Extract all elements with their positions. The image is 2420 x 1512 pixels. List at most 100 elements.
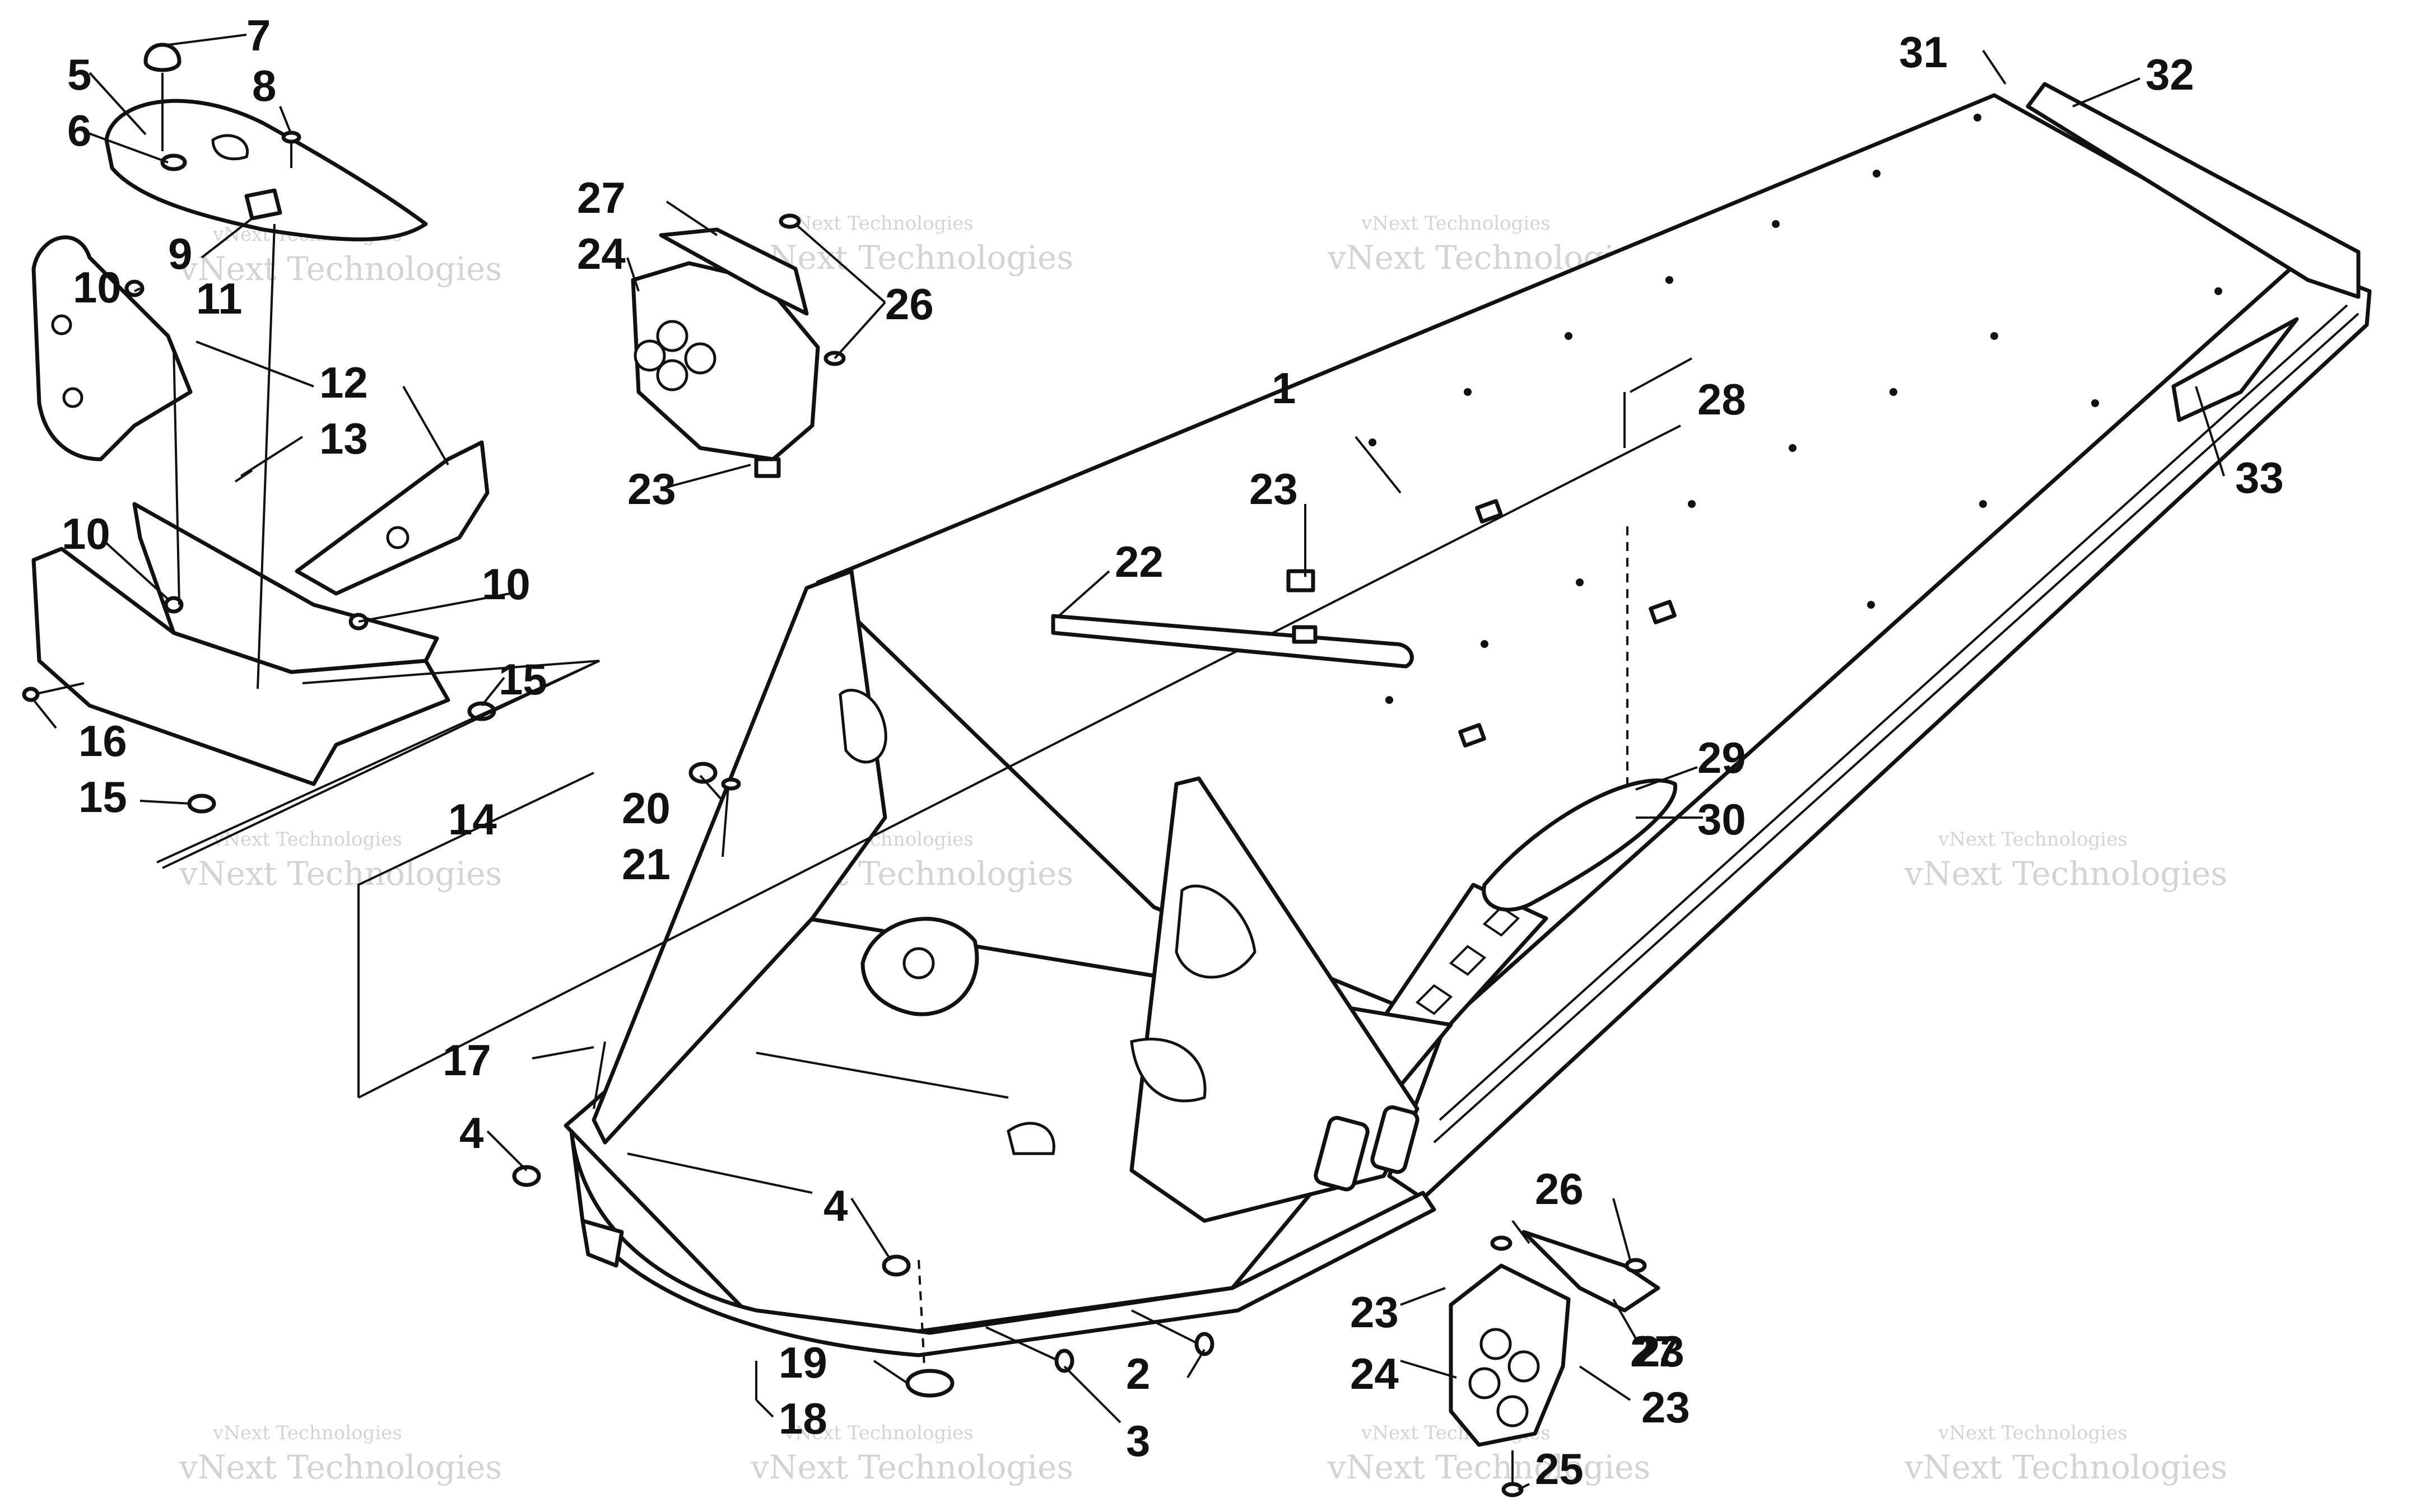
callout-labels: 1 2 3 4 4 5 6 7 8 9 10 10 10 11 12 13 14… xyxy=(62,11,2284,1494)
callout-label: 7 xyxy=(246,11,271,60)
callout-label: 5 xyxy=(67,50,91,99)
clip xyxy=(754,457,781,478)
callout-label: 4 xyxy=(823,1181,848,1230)
callout-label: 14 xyxy=(448,795,497,844)
callout-label: 13 xyxy=(319,414,368,463)
lower-footrest-bracket xyxy=(1449,1230,1660,1497)
callout-label: 24 xyxy=(1350,1349,1399,1398)
watermark: vNext Technologies xyxy=(750,239,1073,277)
callout-label: 29 xyxy=(1697,733,1746,782)
watermark: vNext Technologies xyxy=(750,1448,1073,1486)
callout-label: 11 xyxy=(196,274,242,323)
callout-label: 31 xyxy=(1899,27,1948,77)
callout-label: 25 xyxy=(1535,1444,1584,1494)
callout-label: 20 xyxy=(622,783,671,833)
callout-label: 1 xyxy=(1272,363,1296,413)
footrest-wedge xyxy=(659,227,809,316)
bolt-3 xyxy=(985,1326,1059,1362)
watermark: vNext Technologies xyxy=(179,250,502,288)
footrest-wedge xyxy=(1521,1230,1660,1313)
watermark: vNext Technologies xyxy=(1904,1448,2227,1486)
watermark: vNext Technologies xyxy=(1938,828,2128,851)
leader-lines xyxy=(32,34,2225,1491)
callout-label: 33 xyxy=(2235,453,2284,502)
footrest-hole xyxy=(1479,1328,1512,1360)
clip xyxy=(1475,499,1503,524)
callout-label: 23 xyxy=(1249,464,1298,514)
footrest-hole xyxy=(656,359,688,391)
washer-21 xyxy=(721,777,741,791)
callout-label: 27 xyxy=(1630,1327,1679,1376)
watermark: vNext Technologies xyxy=(1327,1448,1650,1486)
callout-label: 17 xyxy=(443,1035,491,1085)
upper-cover xyxy=(104,99,428,241)
nut-15 xyxy=(187,794,216,814)
callout-label: 21 xyxy=(622,839,671,889)
floor-cutout xyxy=(1130,1038,1207,1103)
small-hardware xyxy=(512,392,1628,1400)
floor-line xyxy=(756,1052,1009,1099)
watermark: vNext Technologies xyxy=(784,212,974,235)
watermark: vNext Technologies xyxy=(212,1422,402,1444)
watermark: vNext Technologies xyxy=(179,855,502,893)
watermark: vNext Technologies xyxy=(1361,212,1551,235)
bolt-17 xyxy=(593,1041,606,1109)
nut-20 xyxy=(688,762,718,784)
callout-label: 15 xyxy=(78,772,127,822)
callout-label: 9 xyxy=(168,229,192,278)
bracket-hole xyxy=(62,387,83,408)
guide-line xyxy=(357,772,594,1098)
callout-label: 12 xyxy=(319,358,368,407)
grommet xyxy=(160,153,187,171)
knob xyxy=(143,43,182,72)
rail-edge-line xyxy=(1439,304,2348,1121)
callout-label: 24 xyxy=(577,229,626,278)
callout-label: 26 xyxy=(1535,1164,1584,1214)
clip-23 xyxy=(1286,569,1315,592)
floor-cutout xyxy=(1007,1122,1055,1155)
screw-head xyxy=(1501,1482,1524,1497)
callout-label: 4 xyxy=(459,1108,483,1158)
bolt-16 xyxy=(33,682,85,696)
callout-label: 10 xyxy=(62,509,110,558)
guide-line xyxy=(173,347,180,605)
bolt-head xyxy=(1054,1348,1074,1373)
watermark: vNext Technologies xyxy=(212,828,402,851)
watermark: vNext Technologies xyxy=(179,1448,502,1486)
callout-label: 30 xyxy=(1697,795,1746,844)
screw-head xyxy=(1490,1235,1513,1251)
screw-head xyxy=(779,213,801,229)
footrest-plate xyxy=(1449,1263,1571,1447)
front-bulkhead xyxy=(564,569,1453,1357)
plug-19 xyxy=(905,1369,955,1398)
callout-label: 10 xyxy=(482,559,530,609)
screw-13 xyxy=(234,469,253,483)
screw-head xyxy=(1625,1258,1647,1273)
callout-label: 15 xyxy=(499,655,547,704)
cover-hole xyxy=(211,134,249,161)
nut-10 xyxy=(124,279,145,297)
callout-label: 27 xyxy=(577,173,626,222)
nut-4 xyxy=(512,1165,541,1187)
front-slot xyxy=(1314,1116,1370,1192)
footrest-hole xyxy=(634,339,666,372)
callout-label: 23 xyxy=(1636,1327,1684,1376)
watermark: vNext Technologies xyxy=(1938,1422,2128,1444)
bracket-hole xyxy=(51,314,72,335)
clip-9 xyxy=(244,188,282,221)
callout-label: 23 xyxy=(1350,1287,1399,1337)
guide-line xyxy=(358,424,1681,1099)
callout-label: 10 xyxy=(73,263,122,312)
callout-label: 18 xyxy=(779,1394,827,1443)
decal xyxy=(2171,317,2299,422)
rear-bumper-strip xyxy=(2026,82,2361,299)
bolt-2 xyxy=(1131,1309,1199,1345)
footrest-hole xyxy=(1496,1395,1529,1427)
guide-line xyxy=(257,223,276,689)
callout-label: 3 xyxy=(1126,1416,1150,1466)
footrest-hole xyxy=(1468,1367,1501,1399)
callout-label: 6 xyxy=(67,106,91,155)
front-slot xyxy=(1370,1105,1420,1174)
